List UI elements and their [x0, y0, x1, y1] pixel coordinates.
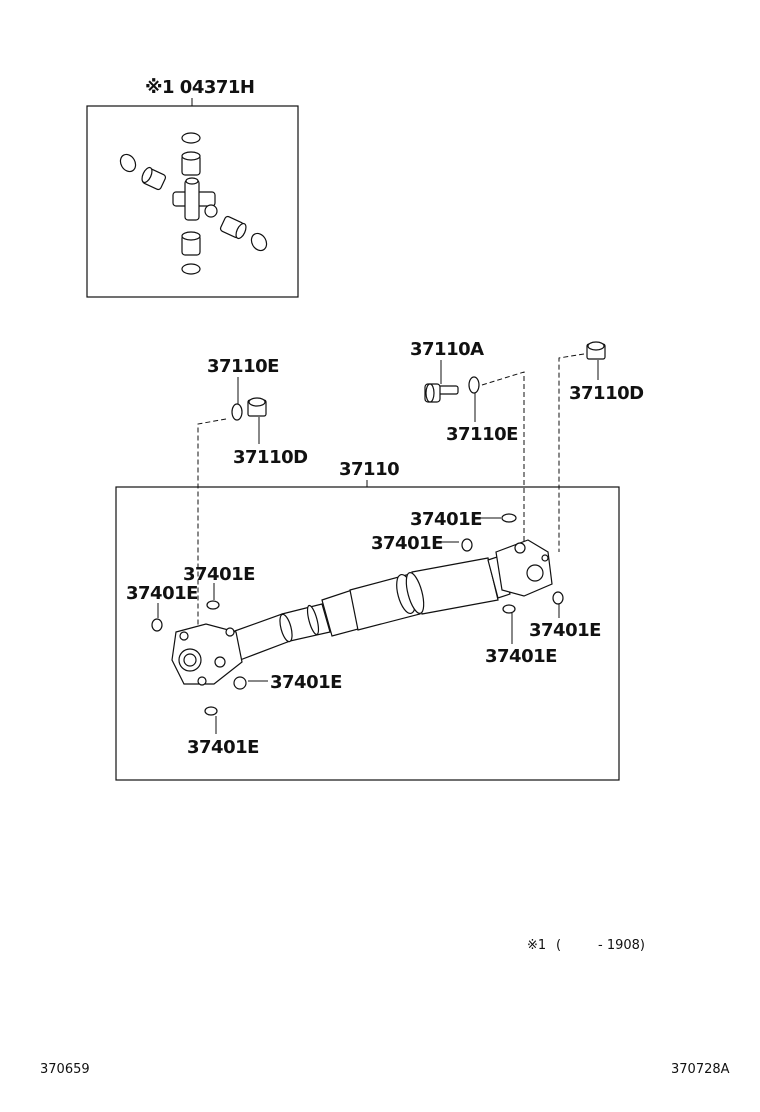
footnote-range: - 1908): [598, 938, 645, 953]
snap-ring-icon: [206, 600, 220, 610]
snap-ring-part-number[interactable]: 37401E: [485, 646, 557, 667]
snap-ring-icon: [502, 604, 516, 614]
snap-ring-part-number[interactable]: 37401E: [529, 620, 601, 641]
bearing-cup-icon: [181, 151, 201, 176]
diagram-code-right: 370728A: [671, 1062, 730, 1077]
snap-ring-part-number[interactable]: 37401E: [410, 509, 482, 530]
snap-ring-icon: [552, 591, 564, 605]
hardware-group: 37110E 37110D 37110A 37110E 37110D: [197, 339, 644, 640]
snap-ring-part-number[interactable]: 37401E: [183, 564, 255, 585]
shaft-part-number[interactable]: 37110: [339, 459, 400, 480]
snap-ring-icon: [501, 513, 517, 523]
snap-ring-icon: [250, 232, 268, 252]
bearing-cup-icon: [181, 231, 201, 256]
snap-ring-icon: [461, 538, 473, 552]
kit-frame: [86, 105, 299, 298]
diagram-code-left: 370659: [40, 1062, 90, 1077]
footnote: ※1 ( - 1908): [527, 938, 645, 953]
left-dashed-leader: [197, 418, 227, 640]
center-dashed-leader: [481, 371, 525, 548]
snap-ring-icon: [119, 153, 137, 173]
snap-ring-part-number[interactable]: 37401E: [187, 737, 259, 758]
snap-ring-part-number[interactable]: 37401E: [371, 533, 443, 554]
universal-joint-kit-group: ※1 04371H: [86, 77, 299, 298]
snap-ring-part-number[interactable]: 37401E: [126, 583, 198, 604]
washer-left-part-number[interactable]: 37110E: [207, 356, 279, 377]
propeller-shaft-icon: [171, 539, 553, 686]
snap-ring-icon: [233, 676, 247, 690]
snap-ring-icon: [181, 132, 201, 144]
nut-right-part-number[interactable]: 37110D: [569, 383, 644, 404]
bolt-icon: [424, 383, 459, 403]
shaft-frame: [115, 486, 620, 781]
spider-cross-icon: [172, 177, 218, 221]
snap-ring-part-number[interactable]: 37401E: [270, 672, 342, 693]
kit-part-number[interactable]: ※1 04371H: [145, 77, 255, 98]
bolt-part-number[interactable]: 37110A: [410, 339, 485, 360]
nut-icon: [247, 397, 267, 417]
footnote-open-paren: (: [556, 938, 561, 953]
nut-left-part-number[interactable]: 37110D: [233, 447, 308, 468]
washer-icon: [468, 376, 480, 394]
washer-right-part-number[interactable]: 37110E: [446, 424, 518, 445]
nut-icon: [586, 341, 606, 360]
footnote-mark: ※1: [527, 938, 546, 953]
bearing-cup-icon: [141, 166, 167, 191]
snap-ring-icon: [181, 263, 201, 275]
propeller-shaft-group: 37110: [115, 459, 620, 781]
snap-ring-icon: [204, 706, 218, 716]
snap-ring-icon: [151, 618, 163, 632]
washer-icon: [231, 403, 243, 421]
bearing-cup-icon: [219, 215, 247, 240]
